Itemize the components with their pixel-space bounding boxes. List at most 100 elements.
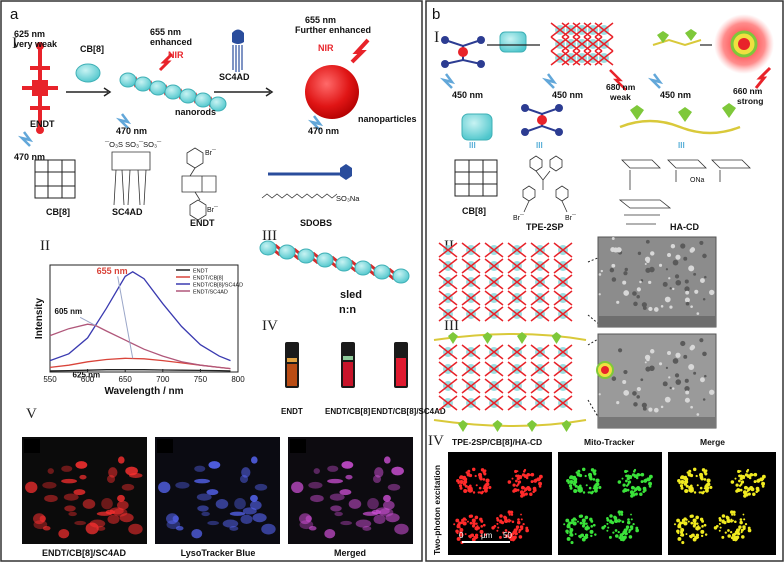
nanoparticle-core-icon <box>601 366 609 374</box>
b-IV-roman: IV <box>428 433 444 449</box>
b-strong: strong <box>737 96 763 106</box>
legend-entry: ENDT/CB[8] <box>193 276 224 282</box>
a-nir-1: NIR <box>168 50 184 60</box>
b-em-680: 680 nm <box>606 82 636 92</box>
a-vial-3: ENDT/CB[8]/SC4AD <box>371 407 446 416</box>
excitation-arrow-icon <box>17 131 34 147</box>
endt-structure-icon <box>181 147 217 221</box>
b-cap-2: Mito-Tracker <box>584 437 635 447</box>
panel-a-label: a <box>10 6 19 23</box>
a-endt-label: ENDT <box>30 119 55 129</box>
b-br-2: Br¯ <box>565 214 576 222</box>
endt-molecule-icon <box>22 42 58 134</box>
image-tpe-2sp <box>448 452 552 555</box>
a-I-roman: I <box>12 35 17 52</box>
a-sc4ad-chem: ¯O₃S SO₃¯SO₃¯ <box>104 140 162 149</box>
tpe-2sp-icon-large <box>521 104 563 136</box>
a-struct-sdobs: SDOBS <box>300 218 332 228</box>
a-note-enhanced: enhanced <box>150 37 192 47</box>
a-vial-1: ENDT <box>281 407 303 416</box>
a-br-2: Br¯ <box>207 206 218 214</box>
b-struct-tpe: TPE-2SP <box>526 222 564 232</box>
b-scale-0: 0 <box>459 531 464 540</box>
b-side-label: Two-photon excitation <box>432 465 442 555</box>
emission-arrow-icon <box>158 52 174 72</box>
series-line <box>49 271 231 362</box>
b-cb8-structure-icon <box>454 159 498 197</box>
cb8-barrel-icon <box>499 31 527 53</box>
x-tick-label: 750 <box>194 375 208 384</box>
sc4ad-structure-icon <box>111 151 151 206</box>
sem-image-iii <box>597 333 717 429</box>
vial-endt <box>285 342 299 388</box>
x-tick-label: 700 <box>156 375 170 384</box>
excitation-arrow-icon <box>647 73 664 89</box>
a-cap-2: LysoTracker Blue <box>181 548 256 558</box>
peak-label-605: 605 nm <box>55 307 83 316</box>
excitation-arrow-icon <box>115 113 132 129</box>
a-V-roman: V <box>26 406 37 422</box>
cb8-structure-icon <box>34 159 76 199</box>
b-hacd-mark: III <box>678 141 685 150</box>
legend-entry: ENDT <box>193 269 209 275</box>
y-axis-label: Intensity <box>34 298 45 340</box>
b-III-roman: III <box>444 318 459 334</box>
b-cap-1: TPE-2SP/CB[8]/HA-CD <box>452 437 542 447</box>
a-IV-roman: IV <box>262 318 278 334</box>
a-struct-sc4ad: SC4AD <box>112 207 143 217</box>
annotation-arrow <box>117 276 134 359</box>
b-struct-hacd: HA-CD <box>670 222 699 232</box>
vial-endt-cb8-sc4ad <box>394 342 408 388</box>
b-weak: weak <box>609 92 631 102</box>
nanoparticle-core-icon <box>738 38 750 50</box>
b-br-1: Br¯ <box>513 214 524 222</box>
sled-chain-icon <box>259 240 410 284</box>
a-exc-2: 470 nm <box>116 126 147 136</box>
x-tick-label: 600 <box>81 375 95 384</box>
a-cap-1: ENDT/CB[8]/SC4AD <box>42 548 127 558</box>
b-struct-cb8: CB[8] <box>462 206 486 216</box>
sdobs-icon <box>268 164 352 180</box>
nanorod-chain-icon <box>119 72 227 112</box>
tpe-cb8-network-icon <box>550 22 614 66</box>
tpe-cb8-assembly-icon <box>438 242 573 322</box>
a-sdobs-chem: SO₃Na <box>336 194 360 203</box>
image-lysotracker <box>155 437 280 544</box>
sem-image-ii <box>597 236 717 328</box>
a-wl-655-mid: 655 nm <box>150 27 181 37</box>
b-em-660: 660 nm <box>733 86 763 96</box>
sc4ad-amphiphile-icon <box>232 29 244 72</box>
cb8-barrel-icon <box>461 113 493 141</box>
series-line <box>49 323 231 370</box>
a-cap-3: Merged <box>334 548 366 558</box>
legend-entry: ENDT/SC4AD <box>193 290 228 296</box>
excitation-arrow-icon <box>541 73 558 89</box>
tpe-cb8-hacd-assembly-icon <box>433 332 587 432</box>
emission-arrow-icon <box>754 66 772 89</box>
panel-a-frame <box>0 0 423 562</box>
a-II-roman: II <box>40 238 50 254</box>
a-nanoparticles: nanoparticles <box>358 114 417 124</box>
ha-cd-structure-icon <box>618 159 751 225</box>
emission-arrow-icon <box>609 69 627 91</box>
a-br-1: Br¯ <box>205 149 216 157</box>
a-III-roman: III <box>262 228 277 244</box>
a-wl-655-right: 655 nm <box>305 15 336 25</box>
a-III-line2: n:n <box>339 304 356 316</box>
b-cb8-mark: III <box>469 141 476 150</box>
b-cap-3: Merge <box>700 437 725 447</box>
b-scale-50: 50 <box>503 531 512 540</box>
a-cb8-top: CB[8] <box>80 44 104 54</box>
b-wl-2: 450 nm <box>552 90 583 100</box>
nanoparticle-sphere-icon <box>305 65 359 119</box>
b-wl-1: 450 nm <box>452 90 483 100</box>
a-exc-3: 470 nm <box>308 126 339 136</box>
a-wl-625: 625 nm <box>14 29 45 39</box>
x-tick-label: 800 <box>231 375 245 384</box>
vial-endt-cb8 <box>341 342 355 388</box>
peak-label-625: 625 nm <box>73 371 101 380</box>
arrow-head-icon <box>103 87 112 97</box>
excitation-arrow-icon <box>307 115 324 131</box>
